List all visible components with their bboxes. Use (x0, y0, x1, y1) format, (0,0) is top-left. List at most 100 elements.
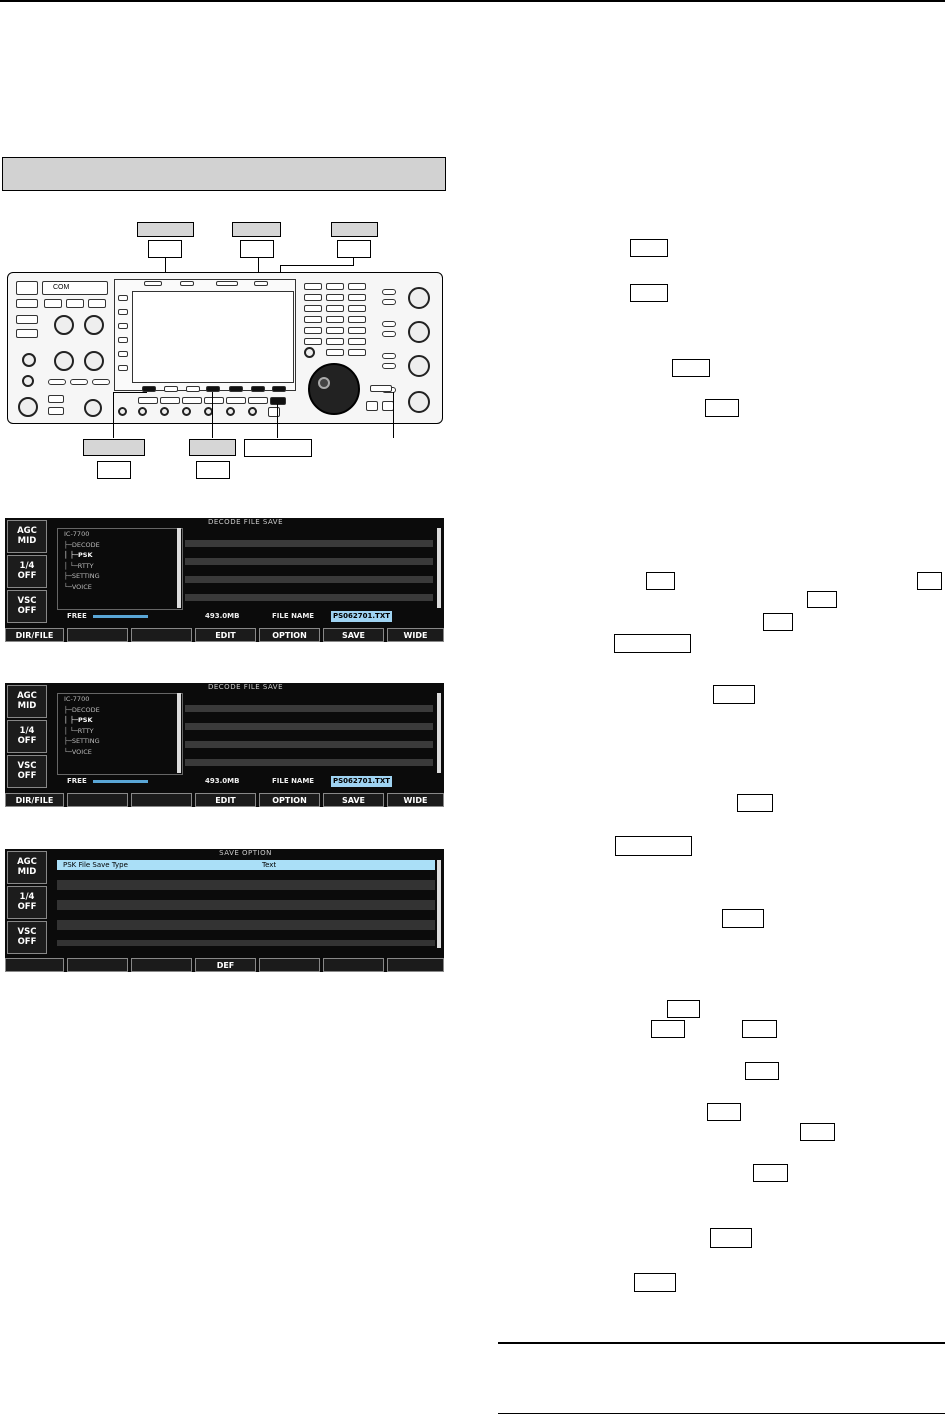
fkey-option[interactable]: OPTION (259, 628, 320, 642)
section-heading-bar (2, 157, 446, 191)
panel-button (254, 281, 268, 286)
tree-node-selected[interactable]: │ ├─PSK (64, 551, 93, 559)
panel-button (366, 401, 378, 411)
file-list[interactable] (185, 693, 433, 773)
callout-key-4 (97, 461, 131, 479)
panel-button (180, 281, 194, 286)
fkey-save[interactable]: SAVE (323, 628, 384, 642)
right-knob-3 (408, 355, 430, 377)
directory-tree[interactable]: IC-7700 ├─DECODE │ ├─PSK │ └─RTTY ├─SETT… (57, 693, 183, 775)
file-list-scrollbar[interactable] (437, 693, 441, 773)
tree-node[interactable]: └─VOICE (64, 582, 92, 591)
option-list-scrollbar[interactable] (437, 860, 441, 948)
fkey-edit[interactable]: EDIT (195, 793, 256, 807)
keypad-key (304, 283, 322, 290)
small-knob (22, 375, 34, 387)
tree-node[interactable]: │ └─RTTY (64, 726, 94, 735)
option-row[interactable] (57, 920, 435, 930)
fkey-def[interactable]: DEF (195, 958, 256, 972)
fkey-blank[interactable] (5, 958, 64, 972)
callout-key-2 (240, 240, 274, 258)
option-row[interactable] (57, 940, 435, 946)
fkey-blank[interactable] (131, 958, 192, 972)
fkey-blank[interactable] (387, 958, 444, 972)
file-list[interactable] (185, 528, 433, 608)
tree-scrollbar[interactable] (177, 693, 181, 773)
fkey-blank[interactable] (67, 958, 128, 972)
tree-node-selected[interactable]: │ ├─PSK (64, 716, 93, 724)
option-row[interactable] (57, 900, 435, 910)
option-row-selected[interactable]: PSK File Save Type Text (57, 860, 435, 870)
panel-button (48, 379, 66, 385)
fkey-dir-file[interactable]: DIR/FILE (5, 793, 64, 807)
exit-key (270, 397, 286, 405)
fkey-blank[interactable] (67, 628, 128, 642)
panel-button (16, 329, 38, 338)
file-name-field[interactable]: PS062701.TXT (331, 776, 393, 787)
inline-key-box (800, 1123, 835, 1141)
inline-key-box (807, 591, 837, 608)
fkey-save[interactable]: SAVE (323, 793, 384, 807)
keypad-key (326, 327, 344, 334)
fkey-blank[interactable] (259, 958, 320, 972)
inline-key-box (742, 1020, 777, 1038)
file-row[interactable] (185, 705, 433, 712)
tree-node[interactable]: ├─DECODE (64, 540, 100, 549)
fkey-blank[interactable] (323, 958, 384, 972)
file-name-field[interactable]: PS062701.TXT (331, 611, 393, 622)
exit-callout (244, 439, 312, 457)
tree-node[interactable]: IC-7700 (64, 530, 90, 538)
file-row[interactable] (185, 723, 433, 730)
fkey-option[interactable]: OPTION (259, 793, 320, 807)
file-row[interactable] (185, 594, 433, 601)
fkey-dir-file[interactable]: DIR/FILE (5, 628, 64, 642)
inline-key-box (672, 359, 710, 377)
fkey-blank[interactable] (67, 793, 128, 807)
tree-node[interactable]: │ └─RTTY (64, 561, 94, 570)
function-key-row: DIR/FILE EDIT OPTION SAVE WIDE (5, 793, 444, 807)
file-row[interactable] (185, 558, 433, 565)
tree-node[interactable]: ├─SETTING (64, 572, 100, 580)
inline-key-box (745, 1062, 779, 1080)
tree-node[interactable]: IC-7700 (64, 695, 90, 703)
fkey-edit[interactable]: EDIT (195, 628, 256, 642)
panel-button (138, 397, 158, 404)
file-row[interactable] (185, 576, 433, 583)
fkey-blank[interactable] (131, 628, 192, 642)
callout-key-5 (196, 461, 230, 479)
inline-key-box (634, 1273, 676, 1292)
option-item-label: PSK File Save Type (63, 861, 128, 869)
panel-button (248, 397, 268, 404)
f6-key (251, 386, 265, 392)
file-row[interactable] (185, 741, 433, 748)
tree-node[interactable]: └─VOICE (64, 747, 92, 756)
tree-scrollbar[interactable] (177, 528, 181, 608)
file-row[interactable] (185, 540, 433, 547)
option-row[interactable] (57, 880, 435, 890)
tree-node[interactable]: ├─SETTING (64, 737, 100, 745)
keypad-key (348, 316, 366, 323)
leader-line (393, 392, 394, 438)
free-label: FREE (67, 777, 87, 785)
panel-button (204, 397, 224, 404)
rf-power-knob (84, 351, 104, 371)
file-list-scrollbar[interactable] (437, 528, 441, 608)
fkey-wide[interactable]: WIDE (387, 628, 444, 642)
file-name-label: FILE NAME (272, 612, 315, 620)
fkey-blank[interactable] (131, 793, 192, 807)
tree-node[interactable]: ├─DECODE (64, 705, 100, 714)
file-row[interactable] (185, 759, 433, 766)
fkey-wide[interactable]: WIDE (387, 793, 444, 807)
directory-tree[interactable]: IC-7700 ├─DECODE │ ├─PSK │ └─RTTY ├─SETT… (57, 528, 183, 610)
small-knob (304, 347, 315, 358)
